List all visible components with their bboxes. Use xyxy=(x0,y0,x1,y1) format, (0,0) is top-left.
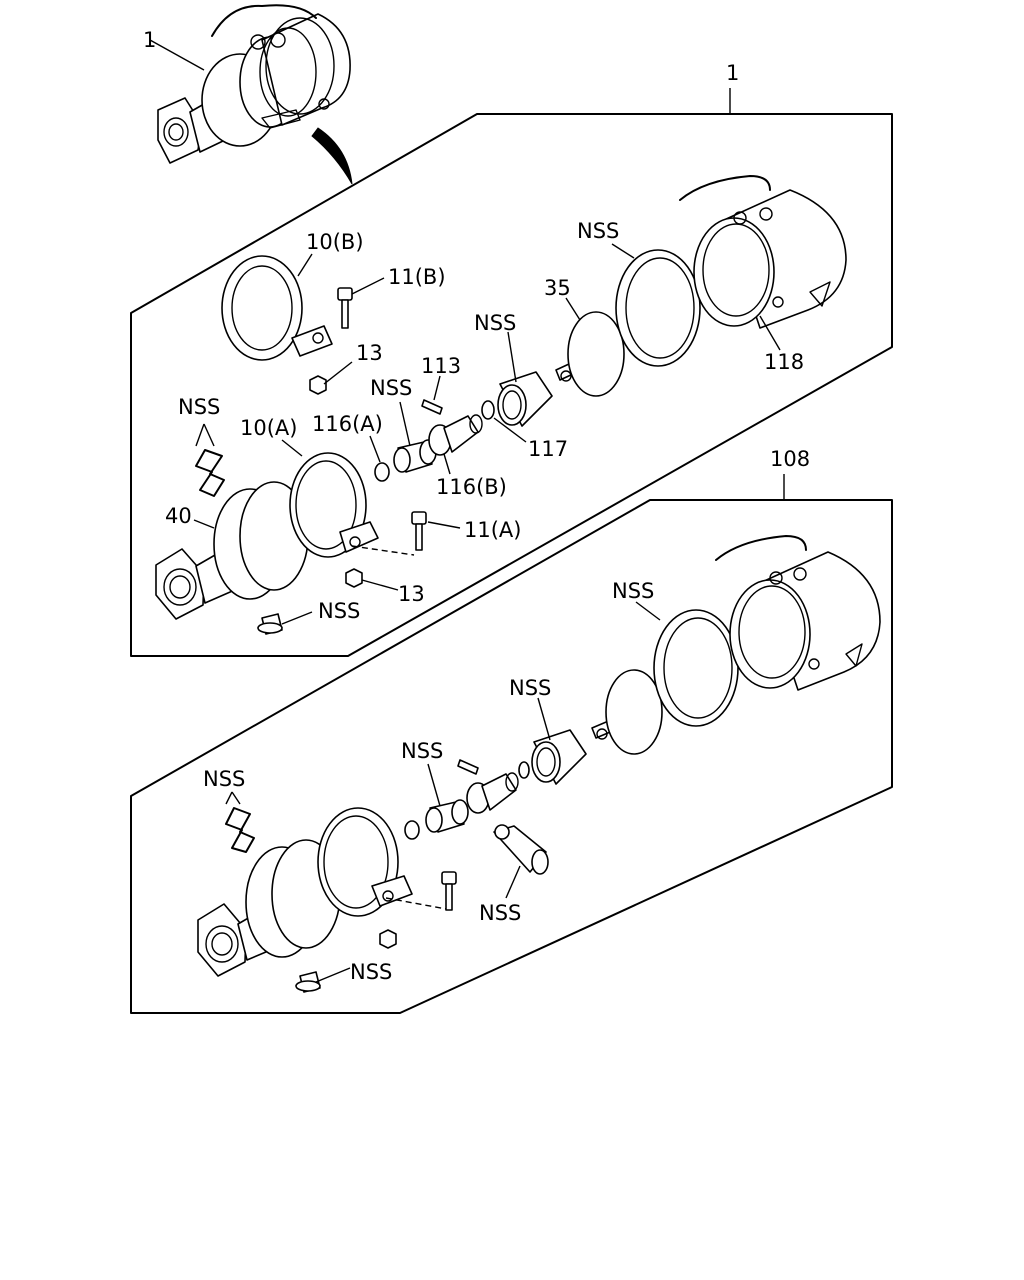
fitting-part-2 xyxy=(466,772,519,814)
nut-part-2 xyxy=(379,929,397,949)
valve-part-2 xyxy=(591,669,663,755)
label-nss-hose: NSS xyxy=(178,395,220,419)
nut-part-13-lower xyxy=(345,568,363,588)
sealing-ring-part-2 xyxy=(653,609,739,727)
label-nss-plug-2: NSS xyxy=(350,960,392,984)
label-10b: 10(B) xyxy=(306,230,364,254)
valve-part-35 xyxy=(555,311,625,397)
assembly-overview xyxy=(157,4,351,164)
label-nss-ring-2: NSS xyxy=(612,579,654,603)
label-nss-boot: NSS xyxy=(474,311,516,335)
label-nss-hose-2: NSS xyxy=(203,767,245,791)
label-35: 35 xyxy=(544,276,571,300)
clamp-part-10a xyxy=(289,452,379,558)
sleeve-part xyxy=(493,824,549,875)
label-1-frame: 1 xyxy=(726,61,739,85)
label-13-lower: 13 xyxy=(398,582,425,606)
clamp-part-10b xyxy=(221,255,333,361)
fitting-part-116b xyxy=(428,414,483,456)
valve-body-part xyxy=(679,175,847,329)
pipe-part-40 xyxy=(155,481,309,620)
label-113: 113 xyxy=(421,354,461,378)
nut-part-13-upper xyxy=(309,375,327,395)
pin-part-113 xyxy=(421,399,443,415)
label-116b: 116(B) xyxy=(436,475,507,499)
frame-assembly-108 xyxy=(130,499,893,1014)
o-ring-part-117 xyxy=(481,400,495,420)
bolt-part-2 xyxy=(441,871,457,911)
label-40: 40 xyxy=(165,504,192,528)
hose-part-2 xyxy=(225,807,255,853)
label-11b: 11(B) xyxy=(388,265,446,289)
label-117: 117 xyxy=(528,437,568,461)
label-nss-spacer-2: NSS xyxy=(401,739,443,763)
bolt-part-11a xyxy=(411,511,427,551)
valve-body-part-2 xyxy=(715,535,881,691)
label-108: 108 xyxy=(770,447,810,471)
label-118: 118 xyxy=(764,350,804,374)
frame-assembly-1 xyxy=(130,113,893,657)
boot-part xyxy=(497,371,553,427)
label-nss-plug: NSS xyxy=(318,599,360,623)
label-13-upper: 13 xyxy=(356,341,383,365)
pin-part-2 xyxy=(457,759,479,775)
spacer-part xyxy=(393,439,437,473)
label-nss-spacer: NSS xyxy=(370,376,412,400)
label-nss-sleeve-2: NSS xyxy=(479,901,521,925)
label-1-overview: 1 xyxy=(143,28,156,52)
curved-arrow-icon xyxy=(311,127,353,185)
label-10a: 10(A) xyxy=(240,416,297,440)
boot-part-2 xyxy=(531,729,587,785)
bolt-part-11b xyxy=(337,287,353,329)
label-11a: 11(A) xyxy=(464,518,521,542)
hose-part xyxy=(195,449,225,497)
spacer-part-2 xyxy=(425,799,469,833)
o-ring-part-2 xyxy=(518,761,530,779)
small-ring-part xyxy=(374,462,390,482)
clamp-part-2 xyxy=(317,807,413,917)
label-116a: 116(A) xyxy=(312,412,383,436)
label-nss-ring: NSS xyxy=(577,219,619,243)
small-ring-part-2 xyxy=(404,820,420,840)
label-nss-boot-2: NSS xyxy=(509,676,551,700)
sealing-ring-part xyxy=(615,249,701,367)
